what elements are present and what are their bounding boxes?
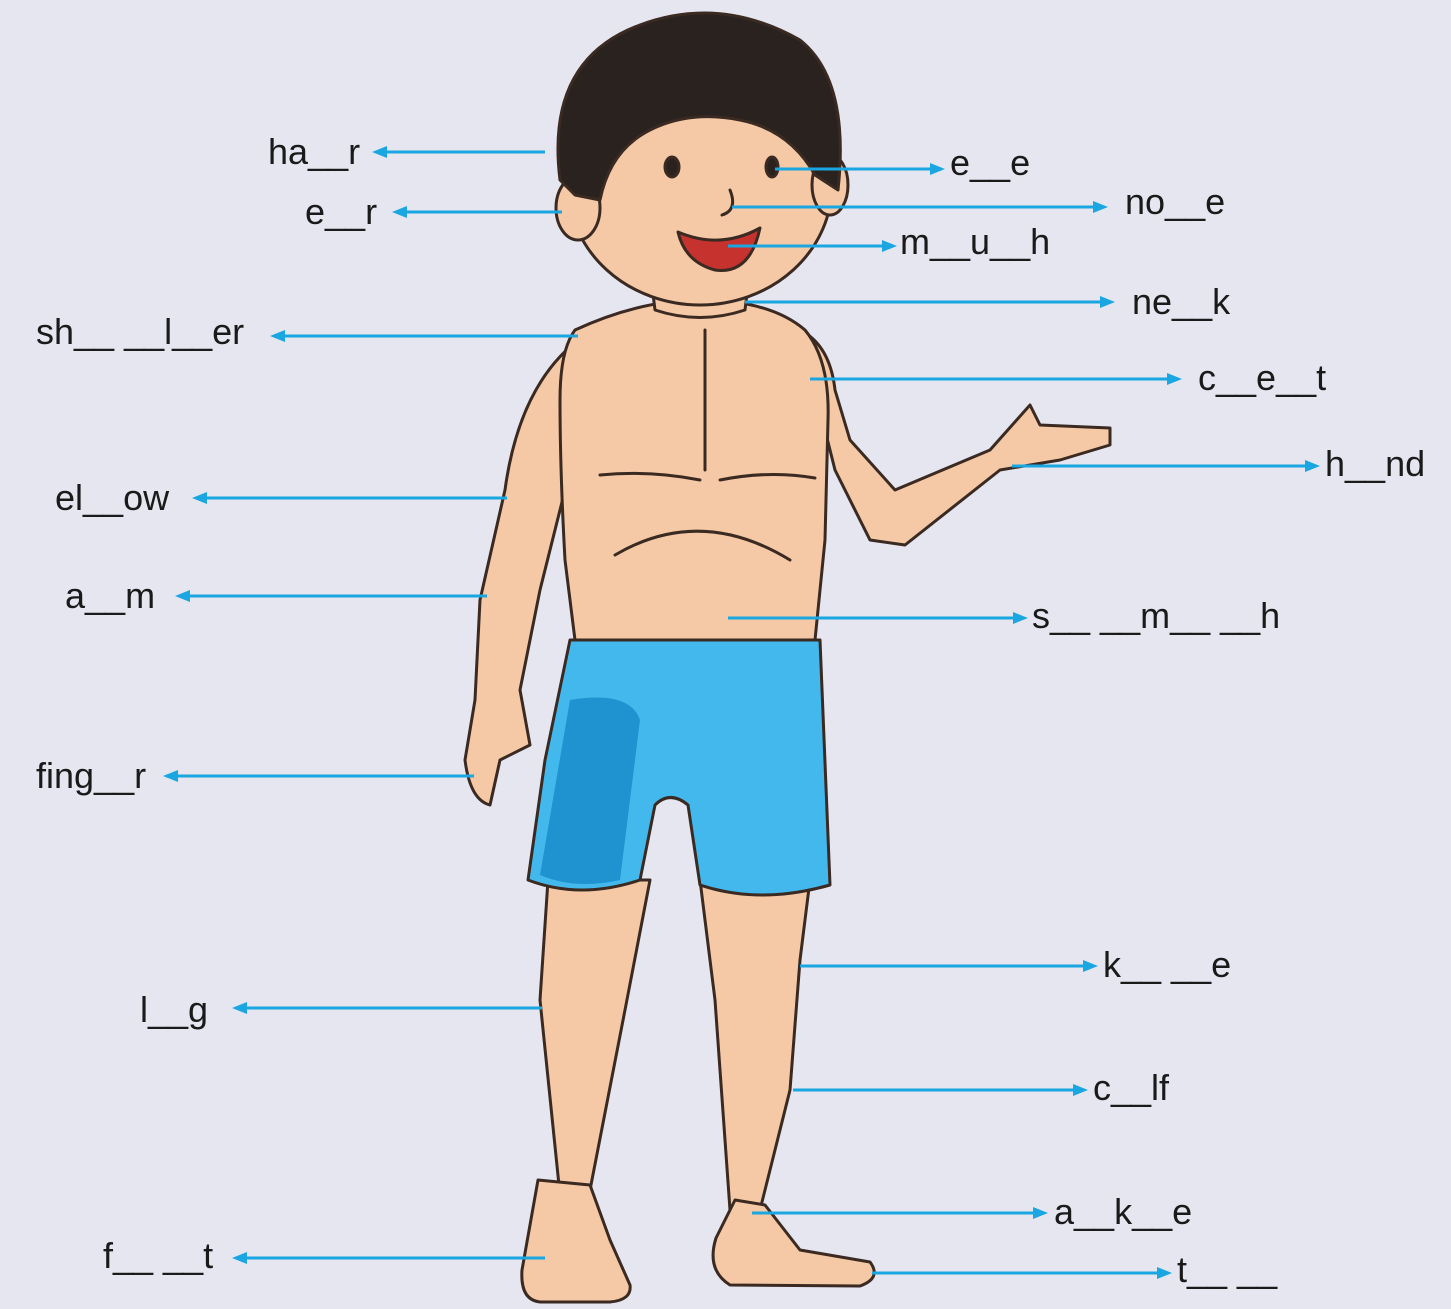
arrowhead-shoulder	[270, 330, 285, 342]
arrowhead-neck	[1100, 296, 1115, 308]
right-eye	[766, 157, 778, 177]
label-knee: k__ __e	[1103, 945, 1231, 985]
arrowhead-chest	[1167, 373, 1182, 385]
label-hair: ha__r	[268, 132, 360, 172]
label-leg: l__g	[140, 990, 208, 1030]
label-toe: t__ __	[1177, 1250, 1277, 1290]
label-elbow: el__ow	[55, 478, 169, 518]
torso	[560, 300, 828, 640]
arrowhead-toe	[1157, 1267, 1172, 1279]
label-eye: e__e	[950, 143, 1030, 183]
right-leg	[700, 880, 810, 1210]
left-foot	[522, 1180, 630, 1302]
arrowhead-calf	[1073, 1084, 1088, 1096]
label-mouth: m__u__h	[900, 222, 1050, 262]
arrowhead-hand	[1305, 460, 1320, 472]
arrowhead-arm	[175, 590, 190, 602]
label-neck: ne__k	[1132, 282, 1230, 322]
arrowhead-stomach	[1013, 612, 1028, 624]
label-chest: c__e__t	[1198, 358, 1326, 398]
arrowhead-eye	[930, 163, 945, 175]
left-eye	[665, 157, 679, 177]
right-arm	[800, 330, 1110, 545]
arrowhead-ear	[392, 206, 407, 218]
label-ankle: a__k__e	[1054, 1192, 1192, 1232]
label-ear: e__r	[305, 192, 377, 232]
arrowhead-ankle	[1033, 1207, 1048, 1219]
label-finger: fing__r	[36, 756, 146, 796]
left-leg	[540, 880, 650, 1195]
label-calf: c__lf	[1093, 1068, 1169, 1108]
label-arm: a__m	[65, 576, 155, 616]
arrowhead-finger	[163, 770, 178, 782]
label-feet: f__ __t	[103, 1236, 213, 1276]
label-shoulder: sh__ __l__er	[36, 312, 244, 352]
arrowhead-mouth	[882, 240, 897, 252]
arrowhead-nose	[1093, 201, 1108, 213]
label-nose: no__e	[1125, 182, 1225, 222]
arrowhead-leg	[232, 1002, 247, 1014]
arrowhead-knee	[1083, 960, 1098, 972]
label-stomach: s__ __m__ __h	[1032, 596, 1280, 636]
arrowhead-hair	[372, 146, 387, 158]
label-hand: h__nd	[1325, 444, 1425, 484]
arrowhead-elbow	[192, 492, 207, 504]
arrowhead-feet	[232, 1252, 247, 1264]
